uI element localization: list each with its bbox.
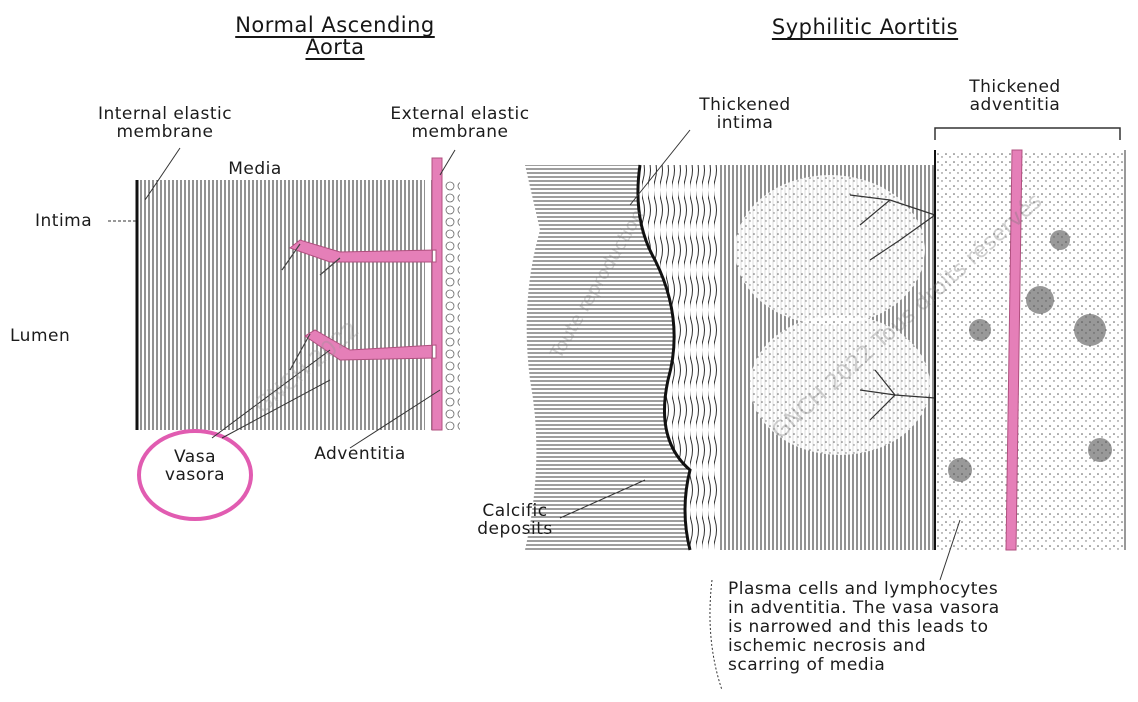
note-line4: ischemic necrosis and (728, 637, 1000, 656)
thickened-adventitia-line1: Thickened (935, 78, 1095, 96)
media-label: Media (205, 160, 305, 178)
internal-elastic-line2: membrane (50, 123, 280, 141)
external-elastic-membrane-label: External elastic membrane (345, 105, 575, 141)
plasma-cells-note: Plasma cells and lymphocytes in adventit… (728, 580, 1000, 675)
normal-aorta-title: Normal Ascending Aorta (185, 14, 485, 58)
internal-elastic-line1: Internal elastic (50, 105, 280, 123)
normal-title-line2: Aorta (185, 36, 485, 58)
thickened-intima-line2: intima (670, 114, 820, 132)
note-line1: Plasma cells and lymphocytes (728, 580, 1000, 599)
necrosis-zone-upper (735, 175, 925, 325)
normal-title-line1: Normal Ascending (185, 14, 485, 36)
internal-elastic-membrane-label: Internal elastic membrane (50, 105, 280, 141)
intima-label: Intima (35, 212, 92, 230)
external-elastic-line1: External elastic (345, 105, 575, 123)
vasa-vasora-label: Vasa vasora (140, 448, 250, 484)
calcific-line2: deposits (455, 520, 575, 538)
external-elastic-line2: membrane (345, 123, 575, 141)
thickened-adventitia-line2: adventitia (935, 96, 1095, 114)
adventitia-label: Adventitia (290, 445, 430, 463)
calcific-line1: Calcific (455, 502, 575, 520)
lumen-label: Lumen (10, 327, 70, 345)
thickened-intima-line1: Thickened (670, 96, 820, 114)
calcific-deposits-label: Calcific deposits (455, 502, 575, 538)
note-line3: is narrowed and this leads to (728, 618, 1000, 637)
note-line5: scarring of media (728, 656, 1000, 675)
syphilitic-aortitis-title: Syphilitic Aortitis (700, 16, 1030, 38)
thickened-adventitia-label: Thickened adventitia (935, 78, 1095, 114)
note-line2: in adventitia. The vasa vasora (728, 599, 1000, 618)
thickened-intima-label: Thickened intima (670, 96, 820, 132)
vasa-vasora-line2: vasora (140, 466, 250, 484)
vasa-vasora-line1: Vasa (140, 448, 250, 466)
